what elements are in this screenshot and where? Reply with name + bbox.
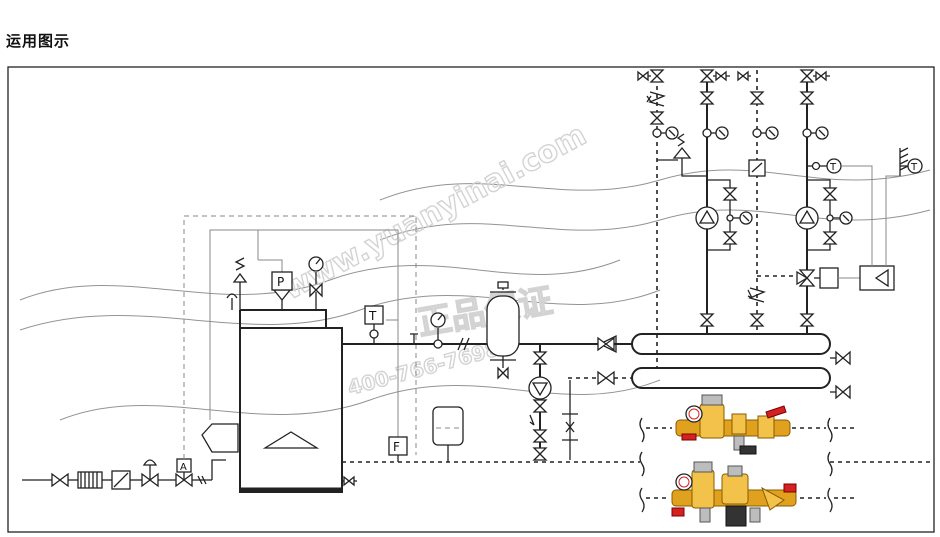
diagram-frame — [7, 66, 935, 533]
return-temp-label-1: T — [829, 162, 837, 173]
watermark-phone: 400-766-7698 — [345, 336, 502, 399]
header-valve-1-icon — [597, 336, 615, 352]
watermark: www.yuanyinai.com 400-766-7698 正品保证 — [19, 117, 931, 421]
inlet-valve-icon — [51, 472, 69, 488]
separator-drain-icon — [497, 366, 509, 380]
boiler-body — [239, 327, 343, 493]
circuit1-isolation-icon — [699, 313, 715, 327]
air-separator — [486, 295, 520, 357]
valve-actuator — [819, 267, 839, 289]
return-header-drain-icon — [835, 384, 851, 400]
mixing-unit-gauge-icon — [685, 405, 703, 423]
pipe-breaks — [639, 417, 856, 513]
pressure-switch-label: P — [277, 275, 284, 289]
branch-valve-1-icon — [532, 351, 548, 365]
expansion-tank — [432, 406, 464, 446]
flame-icon — [262, 431, 320, 449]
watermark-badge: 正品保证 — [415, 281, 556, 344]
vent-icon — [226, 293, 238, 299]
product-mixing-unit — [675, 394, 791, 455]
control-wiring — [184, 215, 417, 455]
circuit-1 — [637, 69, 753, 368]
safety-valve-icon — [232, 272, 248, 283]
watermark-url: www.yuanyinai.com — [277, 118, 592, 308]
header-valve-2-icon — [597, 370, 615, 386]
filling-unit-gauge-icon — [675, 473, 693, 491]
gauge-valve-icon — [309, 282, 323, 298]
pressure-switch — [271, 271, 293, 291]
circuit-2: T T — [737, 69, 923, 334]
return-temp-label-2: T — [910, 162, 918, 173]
boiler: P — [201, 256, 357, 493]
supply-header — [631, 333, 831, 355]
section-title: 运用图示 — [6, 32, 71, 50]
mixing-unit-handle — [765, 405, 787, 419]
return-header — [631, 367, 831, 389]
return-line: F — [342, 370, 934, 463]
supply-line: T — [342, 281, 632, 461]
headers — [631, 333, 851, 400]
burner — [201, 423, 239, 453]
inlet-line: A — [22, 216, 226, 490]
check-valve-1-icon — [532, 399, 548, 413]
product-filling-unit — [671, 461, 797, 527]
controller-label: A — [180, 462, 187, 473]
flow-meter-label: F — [393, 440, 400, 454]
branch-valve-2-icon — [532, 429, 548, 443]
boiler-drain-valve-icon — [343, 475, 355, 487]
temperature-sensor-label: T — [368, 309, 377, 323]
supply-header-drain-icon — [835, 350, 851, 366]
